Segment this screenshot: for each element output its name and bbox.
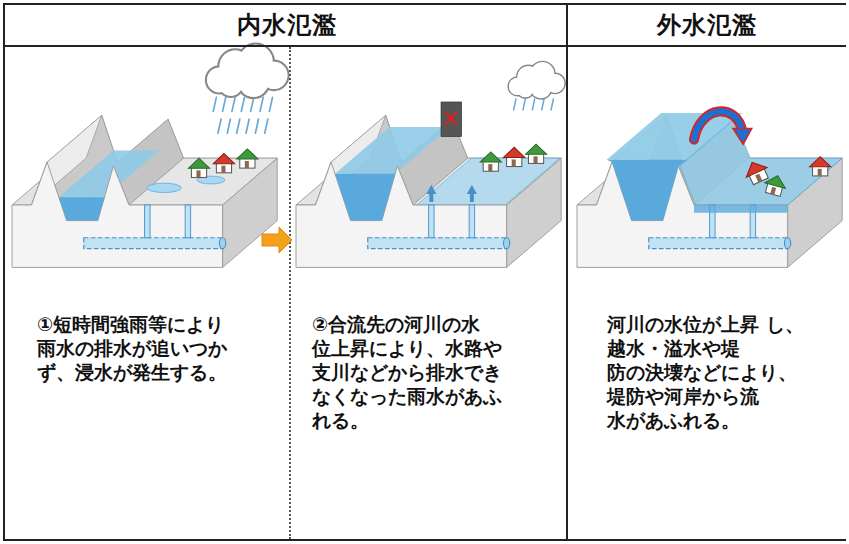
closed-mark (446, 112, 457, 124)
river-water (335, 174, 395, 221)
house (213, 154, 234, 173)
rain (213, 97, 272, 133)
river-water (607, 160, 688, 221)
house (237, 149, 258, 168)
sequence-arrow (262, 227, 292, 253)
flood-type-column: 外水氾濫河川の水位が上昇 し、越水・溢水や堤 防の決壊などにより、 堤防や河岸か… (566, 3, 846, 541)
flood-stage-panel: ②合流先の河川の水 位上昇により、水路や 支川などから排水でき なくなった雨水が… (291, 47, 566, 539)
column-heading: 内水氾濫 (5, 5, 568, 47)
flood-water (694, 205, 788, 213)
river-flood-scene (577, 111, 842, 267)
description-text: ①短時間強雨等により 雨水の排水が追いつか ず、浸水が発生する。 (37, 312, 242, 384)
flood-type-column: 内水氾濫 ①短時間強雨等により 雨水の排水が追いつか ず、浸水が発生する。 ②合流先… (3, 3, 568, 541)
rain-cloud (206, 44, 289, 98)
levee-section (296, 162, 510, 267)
flood-stage-panel: ①短時間強雨等により 雨水の排水が追いつか ず、浸水が発生する。 (5, 47, 291, 539)
house (525, 144, 546, 163)
sluice-gate (441, 102, 461, 136)
levee-block (296, 115, 561, 267)
flooded-land (680, 119, 842, 205)
puddle (147, 183, 181, 192)
levee-block (12, 115, 277, 267)
description-text: 河川の水位が上昇 し、越水・溢水や堤 防の決壊などにより、 堤防や河岸から流 水… (607, 312, 812, 432)
flood-stage-panel: 河川の水位が上昇 し、越水・溢水や堤 防の決壊などにより、 堤防や河岸から流 水… (568, 47, 844, 539)
inland-flood-scene-1 (12, 44, 289, 268)
column-heading: 外水氾濫 (568, 5, 846, 47)
rain-cloud (508, 61, 565, 98)
house (810, 157, 831, 176)
house (480, 152, 501, 171)
inland-flood-scene-2 (296, 61, 565, 267)
house (504, 147, 525, 166)
backflow-arrow (426, 185, 477, 202)
river-water (335, 127, 450, 174)
rain (514, 99, 554, 110)
house (763, 173, 789, 197)
river-water (59, 197, 105, 220)
house (188, 158, 209, 177)
description-text: ②合流先の河川の水 位上昇により、水路や 支川などから排水でき なくなった雨水が… (312, 312, 517, 432)
overflow-arrow (694, 111, 752, 144)
